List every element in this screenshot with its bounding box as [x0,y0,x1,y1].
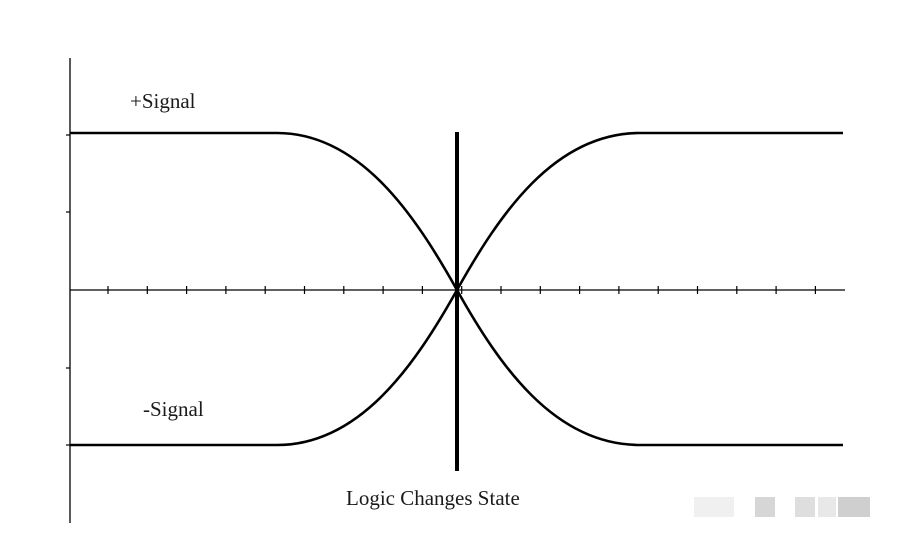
watermark-block [694,497,734,517]
negative-signal-label: -Signal [143,397,204,421]
positive-signal-label: +Signal [130,89,196,113]
watermark-block [795,497,815,517]
watermark-block [818,497,836,517]
logic-changes-state-label: Logic Changes State [346,486,520,510]
watermark-block [838,497,870,517]
x-axis-ticks [107,286,817,294]
watermark-block [755,497,775,517]
y-axis-ticks [66,134,70,446]
